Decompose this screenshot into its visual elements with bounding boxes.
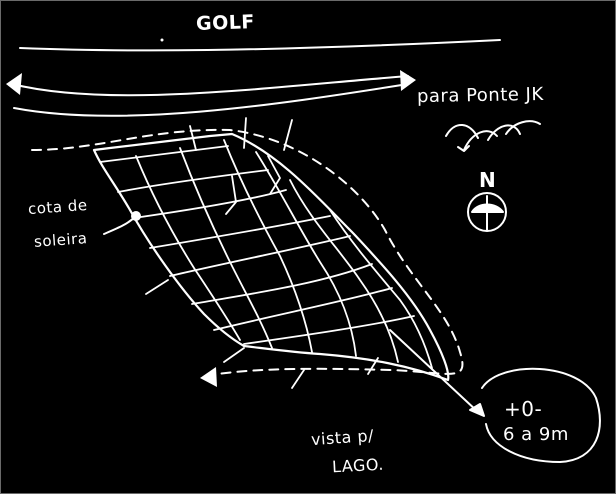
altitude-label-line1: +0- xyxy=(504,397,543,421)
dashed-outline xyxy=(31,128,464,375)
double-arrow-icon xyxy=(6,70,416,95)
building-outline xyxy=(92,132,450,382)
arrow-left-icon xyxy=(200,367,217,387)
cota-leader xyxy=(103,211,141,235)
cota-label-line2: soleira xyxy=(33,229,88,251)
north-label: N xyxy=(479,168,497,192)
golf-label: GOLF xyxy=(195,10,256,36)
vista-label-line2: LAGO. xyxy=(331,454,385,477)
north-arrow-icon xyxy=(467,192,507,232)
altitude-ellipse xyxy=(481,367,601,463)
golf-dot xyxy=(160,38,164,42)
view-line xyxy=(389,329,485,417)
ponte-jk-label: para Ponte JK xyxy=(416,83,544,108)
building-grid xyxy=(99,117,433,389)
wind-arrows-icon xyxy=(445,120,541,152)
altitude-label-line2: 6 a 9m xyxy=(503,424,569,445)
road-lines xyxy=(11,39,501,117)
